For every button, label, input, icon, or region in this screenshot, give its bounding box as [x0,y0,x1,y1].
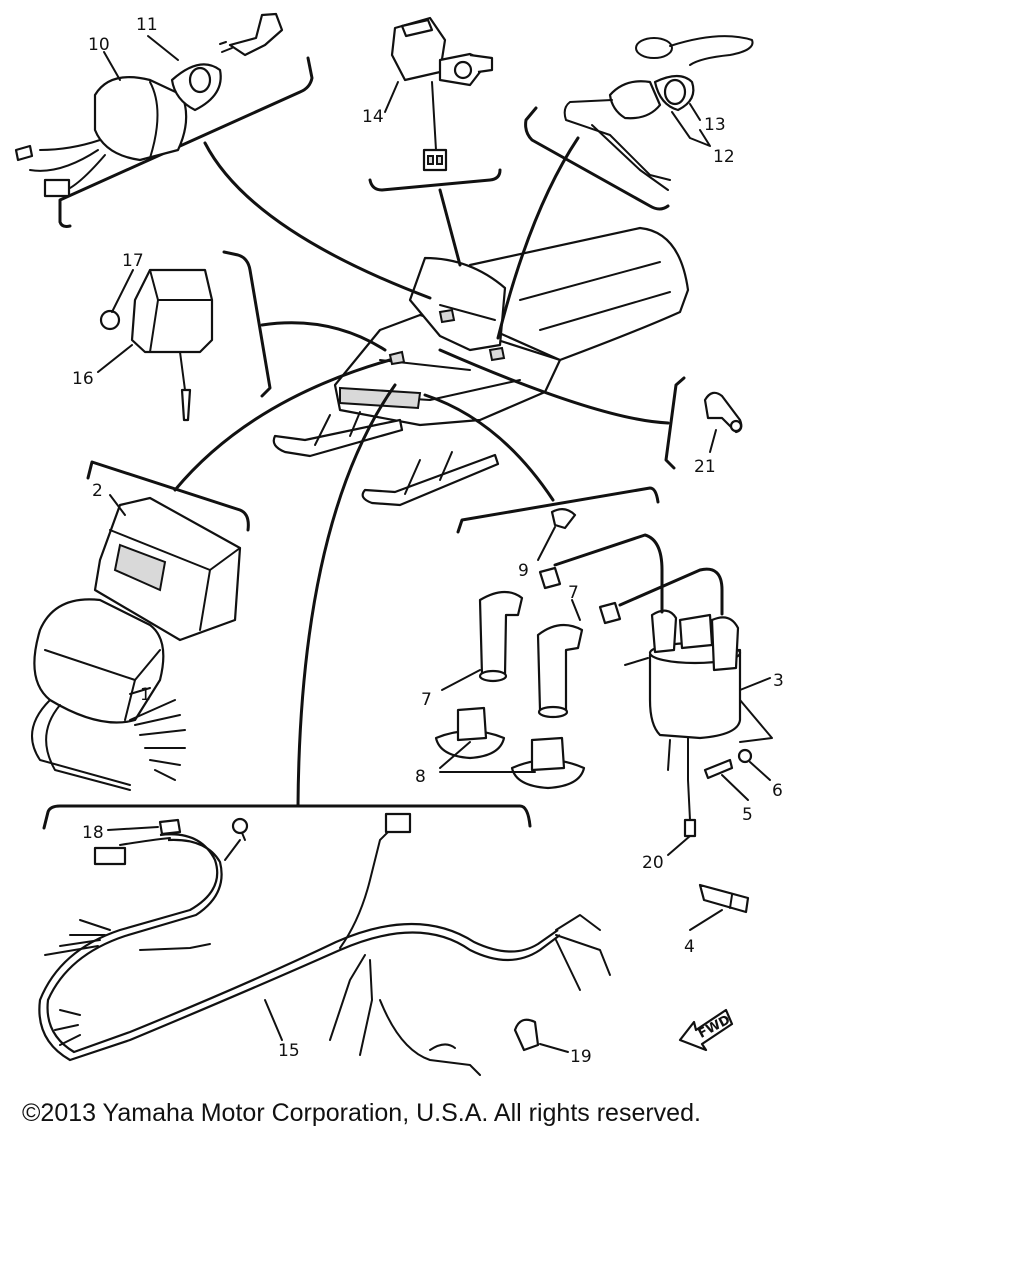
leader-lines [173,136,670,808]
callout-4: 4 [684,937,695,957]
callout-21: 21 [694,457,716,477]
callout-leaders [97,35,771,1053]
callout-10: 10 [88,35,110,55]
callout-3: 3 [773,671,784,691]
callout-7b: 7 [568,583,579,603]
wire-harness [38,812,611,1076]
regulator-unit [99,268,214,422]
handlebar-switch [390,16,494,172]
callout-17: 17 [122,251,144,271]
key-switch-assembly [14,12,284,198]
callout-7a: 7 [421,690,432,710]
callout-1: 1 [140,685,151,705]
callout-19: 19 [570,1047,592,1067]
callout-6: 6 [772,781,783,801]
callout-8: 8 [415,767,426,787]
snowmobile-illustration [272,226,690,507]
cable-clamp [703,391,743,434]
callout-2: 2 [92,481,103,501]
callout-12: 12 [713,147,735,167]
callout-16: 16 [72,369,94,389]
callout-20: 20 [642,853,664,873]
callout-15: 15 [278,1041,300,1061]
callout-13: 13 [704,115,726,135]
callout-14: 14 [362,107,384,127]
callout-numbers: 1 2 3 4 5 6 7 7 8 9 10 11 12 13 14 15 16… [72,15,784,1067]
cdi-unit-assembly [31,496,242,791]
ignition-coil-assembly [434,508,773,838]
callout-18: 18 [82,823,104,843]
mounting-plate [698,883,750,914]
callout-9: 9 [518,561,529,581]
emergency-switch-assembly [563,35,754,191]
parts-diagram: FWD 1 2 3 4 5 6 7 7 8 9 10 [14,12,784,1076]
callout-5: 5 [742,805,753,825]
fwd-arrow: FWD [678,1008,733,1052]
callout-11: 11 [136,15,158,35]
copyright-notice: ©2013 Yamaha Motor Corporation, U.S.A. A… [22,1099,701,1127]
